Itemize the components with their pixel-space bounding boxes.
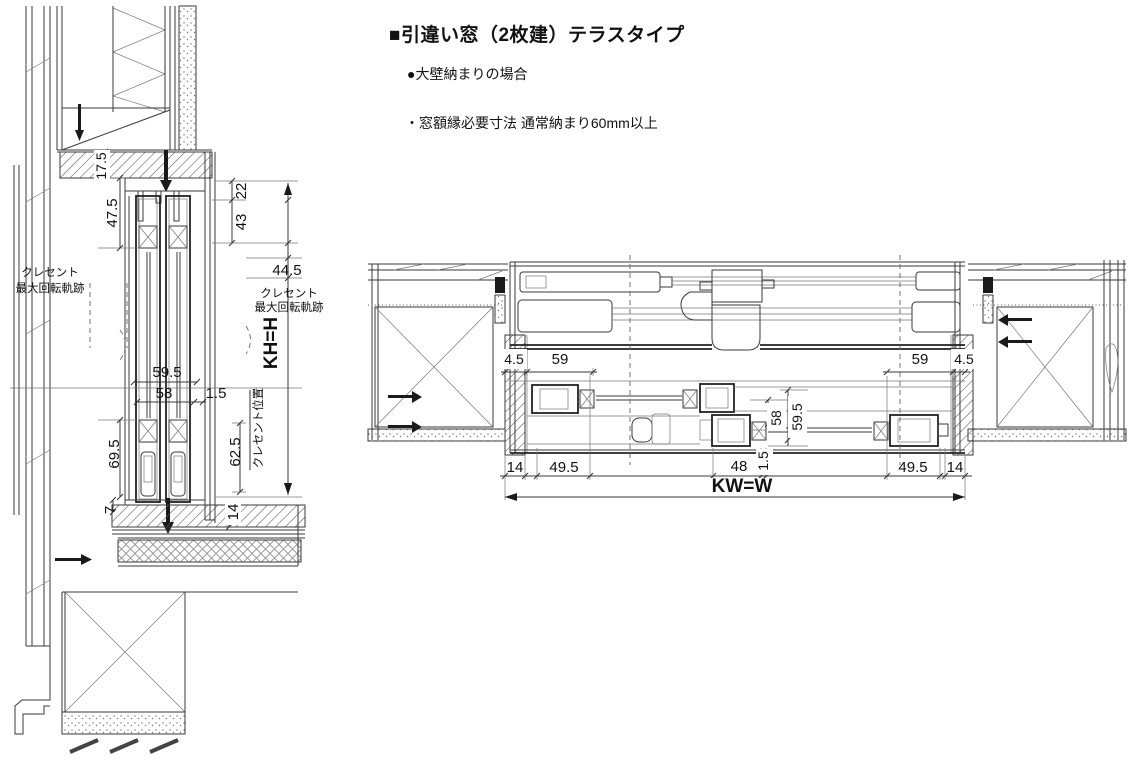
dim-44-5: 44.5 [272, 262, 301, 279]
dim-48: 48 [731, 458, 748, 475]
wall-section [13, 5, 212, 646]
plan-section-drawing: 4.5 59 59 4.5 58 59.5 14 49.5 48 1.5 49.… [367, 255, 1127, 501]
dim-kh: KH=H [261, 317, 282, 369]
lintel [59, 151, 213, 179]
dimensions-vertical-section: 17.5 47.5 22 43 44.5 クレセント 最大回転軌跡 クレセント … [10, 148, 324, 531]
condition-label: ●大壁納まりの場合 [407, 66, 528, 82]
dim-59-5: 59.5 [152, 364, 181, 381]
dim-kw: KW=W [712, 476, 773, 497]
vertical-section-drawing: 17.5 47.5 22 43 44.5 クレセント 最大回転軌跡 クレセント … [10, 5, 324, 754]
dim-49-5-right: 49.5 [898, 459, 927, 476]
dim-58-plan: 58 [768, 410, 784, 426]
crescent-trajectory-label-right-1: クレセント [260, 287, 318, 300]
dim-58: 58 [156, 385, 173, 402]
dim-59-left: 59 [552, 351, 569, 368]
page-title: ■引違い窓（2枚建）テラスタイプ [389, 25, 685, 46]
window-frame-and-sashes [124, 177, 215, 506]
interior-casing [204, 152, 216, 523]
dim-22: 22 [233, 183, 250, 200]
dim-14-right: 14 [947, 459, 964, 476]
dim-1-5: 1.5 [206, 385, 227, 402]
dim-69-5: 69.5 [106, 439, 123, 468]
dim-4-5-right: 4.5 [954, 351, 974, 367]
plan-lower-band [510, 380, 965, 454]
dim-14: 14 [225, 504, 242, 521]
dimension-note: ・窓額縁必要寸法 通常納まり60mm以上 [405, 115, 658, 131]
floor-structure [14, 504, 306, 754]
header: ■引違い窓（2枚建）テラスタイプ ●大壁納まりの場合 ・窓額縁必要寸法 通常納ま… [389, 20, 809, 133]
plan-walls [367, 260, 1127, 442]
dim-14-left: 14 [507, 459, 524, 476]
dim-59-right: 59 [912, 351, 929, 368]
crescent-trajectory-label-left-2: 最大回転軌跡 [16, 281, 85, 295]
plan-seal-arrows [388, 314, 1032, 433]
dimensions-plan: 4.5 59 59 4.5 58 59.5 14 49.5 48 1.5 49.… [500, 349, 977, 501]
dim-1-5-plan: 1.5 [755, 451, 771, 471]
dim-47-5: 47.5 [104, 198, 121, 227]
crescent-position-label: クレセント位置 [251, 388, 265, 469]
plan-centerlines [629, 255, 901, 465]
crescent-trajectory-label-left-1: クレセント [21, 266, 79, 279]
plan-frame-top-band [509, 261, 965, 453]
dim-43: 43 [233, 214, 250, 231]
dim-62-5: 62.5 [227, 437, 244, 466]
dim-17-5: 17.5 [93, 152, 109, 179]
crescent-trajectory-label-right-2: 最大回転軌跡 [255, 300, 324, 314]
dim-59-5-plan: 59.5 [789, 403, 805, 430]
dim-4-5-left: 4.5 [504, 351, 524, 367]
dim-49-5-left: 49.5 [549, 459, 578, 476]
dim-7: 7 [102, 506, 119, 514]
